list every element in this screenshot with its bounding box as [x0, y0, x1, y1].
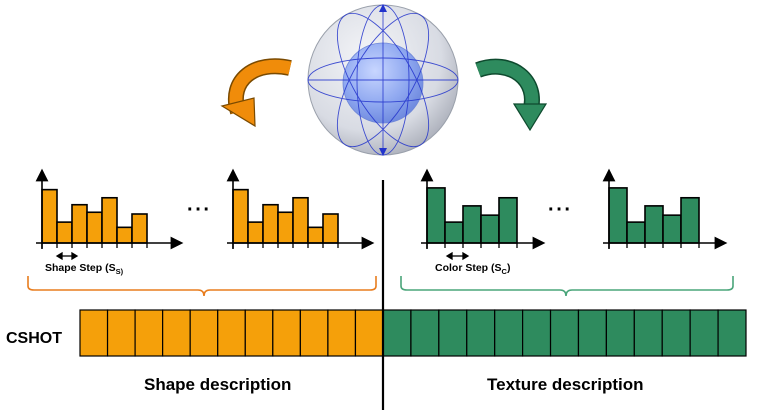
shape-descriptor-cell: [189, 309, 219, 357]
texture-descriptor-cell: [605, 309, 635, 357]
texture-descriptor-cell: [494, 309, 524, 357]
color-step-arrow-icon: [445, 251, 470, 261]
ellipsis-shape: · · ·: [187, 199, 210, 221]
texture-descriptor-cell: [633, 309, 663, 357]
texture-descriptor-cell: [438, 309, 468, 357]
histogram-bar: [232, 188, 249, 244]
shape-descriptor-cell: [217, 309, 246, 357]
shape-description-label: Shape description: [144, 375, 292, 394]
support-sphere: [307, 4, 459, 156]
sphere-grid-lines: [307, 4, 459, 156]
histogram-bar: [608, 187, 628, 244]
histogram-bar: [86, 211, 103, 244]
shape-descriptor-cell: [244, 309, 274, 357]
histogram-bar: [116, 226, 133, 244]
histogram-bar: [277, 211, 294, 244]
shape-step-arrow-icon: [55, 251, 79, 261]
texture-histogram-first: [420, 168, 546, 250]
histogram-bar: [292, 196, 309, 244]
shape-curved-arrow-icon: [220, 58, 292, 128]
histogram-bar: [131, 213, 148, 244]
texture-descriptor-cell: [661, 309, 691, 357]
texture-descriptor-cell: [549, 309, 580, 357]
texture-description-label: Texture description: [487, 375, 644, 394]
shape-brace: [27, 276, 377, 297]
texture-descriptor-cell: [689, 309, 719, 357]
shape-descriptor-cell: [162, 309, 191, 357]
histogram-bar: [444, 221, 464, 244]
shape-histogram-last: [226, 168, 375, 250]
histogram-bar: [71, 203, 88, 244]
shape-descriptor-cell: [327, 309, 357, 357]
histogram-bar: [680, 196, 700, 244]
histogram-bar: [626, 221, 646, 244]
histogram-bar: [262, 203, 279, 244]
histogram-bar: [41, 188, 58, 244]
shape-descriptor-cell: [299, 309, 329, 357]
histogram-bar: [322, 213, 339, 244]
texture-descriptor-cell: [466, 309, 496, 357]
shape-descriptor-cell: [354, 309, 384, 357]
histogram-bar: [662, 214, 682, 244]
texture-brace: [400, 276, 734, 297]
shape-descriptor-cell: [106, 309, 136, 357]
histogram-bar: [426, 187, 446, 244]
shape-descriptor-cell: [134, 309, 164, 357]
cshot-descriptor-vector: [79, 309, 747, 357]
histogram-bar: [462, 205, 482, 244]
histogram-bar: [480, 214, 500, 244]
histogram-bar: [247, 221, 264, 244]
histogram-bar: [56, 221, 73, 244]
texture-descriptor-cell: [717, 309, 747, 357]
texture-descriptor-cell: [577, 309, 607, 357]
shape-histogram-first: [35, 168, 184, 250]
texture-curved-arrow-icon: [475, 58, 548, 132]
color-step-label: Color Step (SC): [435, 262, 511, 276]
ellipsis-texture: · · ·: [548, 199, 571, 221]
histogram-bar: [644, 205, 664, 244]
texture-histogram-last: [602, 168, 728, 250]
histogram-bar: [498, 196, 518, 244]
histogram-bar: [101, 196, 118, 244]
texture-descriptor-cell: [522, 309, 552, 357]
histogram-bar: [307, 226, 324, 244]
shape-descriptor-cell: [79, 309, 109, 357]
descriptor-label: CSHOT: [6, 330, 62, 347]
texture-descriptor-cell: [382, 309, 412, 357]
shape-step-label: Shape Step (SS): [45, 262, 124, 276]
texture-descriptor-cell: [410, 309, 440, 357]
shape-descriptor-cell: [272, 309, 301, 357]
sphere-axis-markers: [379, 4, 387, 156]
